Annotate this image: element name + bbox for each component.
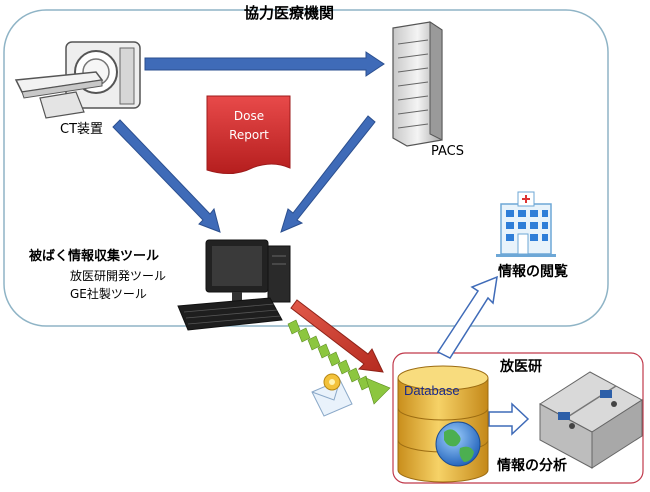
collection-tool-sub1: 放医研開発ツール [70,269,167,283]
collection-tool-label: 被ばく情報収集ツール [29,249,160,264]
arrow-tool-to-database [290,299,384,373]
pacs-label: PACS [431,144,465,159]
analysis-office-icon [539,371,643,469]
arrow-database-to-analysis [488,402,530,436]
arrow-database-to-viewing [436,275,498,359]
database-label: Database [404,383,460,398]
dose-report-label-line1: Dose [233,109,265,123]
pacs-server-icon [392,21,443,147]
analysis-label: 情報の分析 [497,458,567,474]
ct-scanner-icon [14,41,141,119]
hospital-region-title: 協力医療機関 [244,4,335,22]
dose-report-document [206,95,291,174]
arrow-green-transfer [287,319,391,405]
workstation-icon [177,239,291,331]
arrow-ct-to-pacs [144,51,385,77]
arrow-ct-to-tool [112,119,221,233]
globe-icon [435,421,481,467]
hospital-building-icon [496,191,556,257]
collection-tool-sub2: GE社製ツール [70,287,147,301]
arrow-pacs-to-tool [280,115,376,233]
viewing-label: 情報の閲覧 [498,264,568,280]
research-region-title: 放医研 [500,359,542,375]
ct-device-label: CT装置 [60,122,104,137]
dose-report-label-line2: Report [229,128,269,142]
hospital-region [3,9,609,327]
envelope-icon [311,373,353,417]
